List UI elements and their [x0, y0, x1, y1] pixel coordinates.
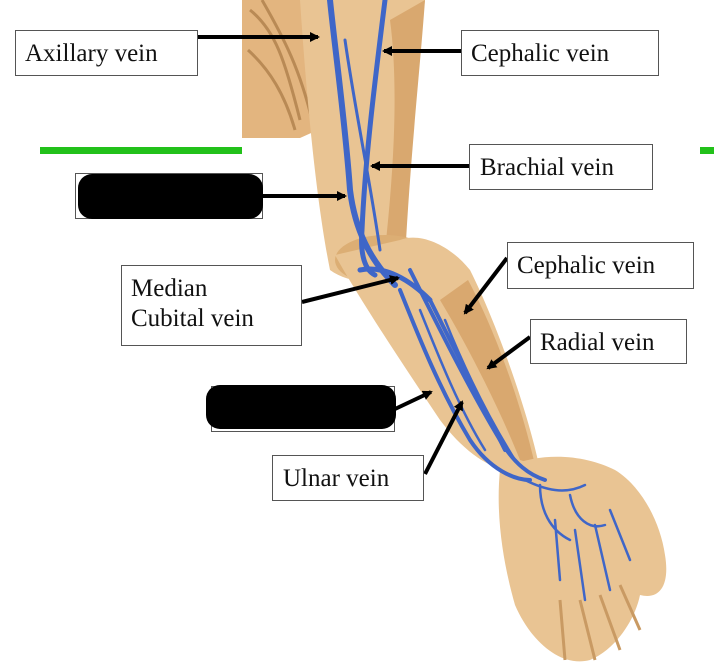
label-axillary-vein-text: Axillary vein	[25, 40, 158, 67]
arrow-redacted-2	[394, 390, 433, 411]
label-cephalic-vein-upper-text: Cephalic vein	[471, 40, 610, 67]
hand	[498, 456, 667, 662]
label-brachial-vein: Brachial vein	[469, 144, 653, 190]
arrow-radial	[486, 335, 532, 370]
label-median-cubital-vein: Median Cubital vein	[121, 265, 302, 346]
arrow-median-cubital	[301, 275, 400, 304]
axillary-vein	[327, 0, 398, 288]
upper-arm-shade	[385, 0, 425, 260]
forearm-veins-extra	[418, 308, 517, 462]
label-cephalic-vein-upper: Cephalic vein	[461, 30, 659, 76]
arrow-ulnar	[423, 400, 464, 475]
label-axillary-vein: Axillary vein	[15, 30, 198, 76]
label-radial-vein: Radial vein	[530, 319, 687, 364]
redaction-mark-2	[206, 385, 396, 429]
label-median-cubital-line2: Cubital vein	[131, 305, 254, 332]
arrow-cephalic-lower	[463, 256, 509, 315]
forearm-bone-shade	[440, 280, 535, 465]
radial-vein	[428, 298, 507, 452]
label-brachial-vein-text: Brachial vein	[480, 154, 614, 181]
label-cephalic-vein-lower: Cephalic vein	[507, 242, 694, 289]
label-cephalic-vein-lower-text: Cephalic vein	[517, 252, 656, 279]
ulnar-vein	[398, 288, 532, 482]
cephalic-vein-upper	[359, 0, 388, 278]
shoulder-muscles	[246, 0, 314, 131]
green-rule-left	[40, 147, 242, 154]
label-radial-vein-text: Radial vein	[540, 329, 655, 356]
label-ulnar-vein-text: Ulnar vein	[283, 465, 390, 492]
hand-vein-network	[523, 478, 632, 602]
brachial-vein	[343, 38, 382, 252]
leader-arrows	[198, 32, 532, 475]
label-median-cubital-line1: Median	[131, 275, 208, 302]
label-ulnar-vein: Ulnar vein	[272, 455, 424, 501]
redaction-mark-1	[78, 174, 263, 219]
green-rule-right	[700, 147, 714, 154]
fingers	[558, 584, 642, 661]
